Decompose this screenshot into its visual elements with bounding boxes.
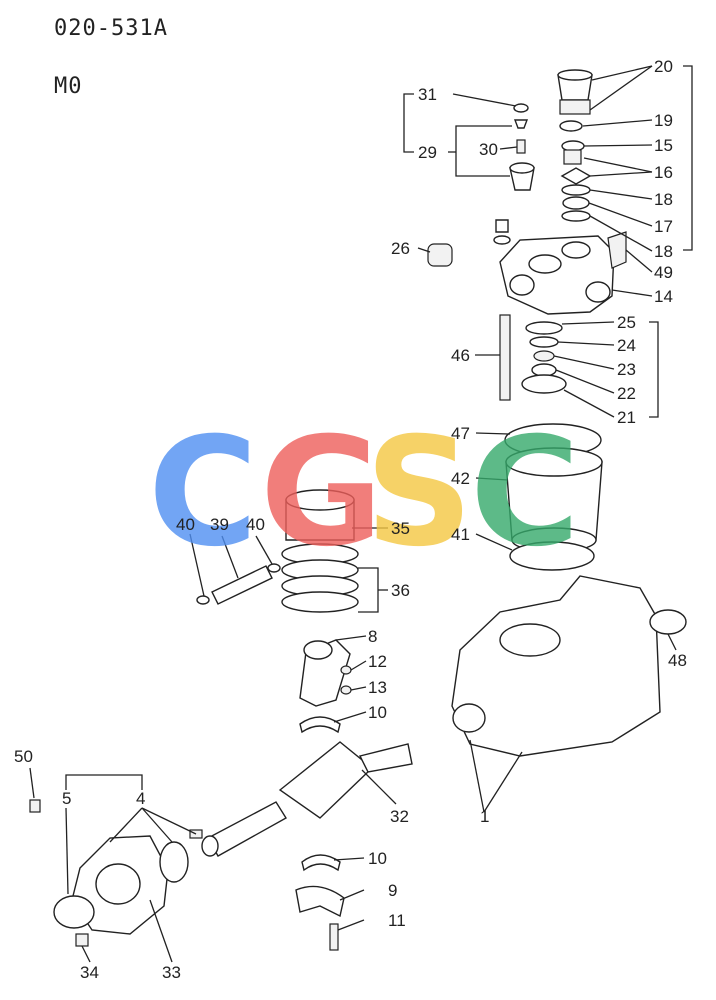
crankshaft xyxy=(201,741,413,857)
cylinder-head xyxy=(499,231,627,315)
callout-label: 48 xyxy=(668,651,687,670)
callout-label: 33 xyxy=(162,963,181,982)
watermark-letter: S xyxy=(365,406,473,580)
callout-label: 42 xyxy=(451,469,470,488)
valve-stack xyxy=(557,69,593,222)
callout-label: 9 xyxy=(388,881,397,900)
callout-label: 18 xyxy=(654,242,673,261)
callout-label: 4 xyxy=(136,789,145,808)
callout-label: 16 xyxy=(654,163,673,182)
callout-label: 32 xyxy=(390,807,409,826)
callout-label: 26 xyxy=(391,239,410,258)
callout-label: 31 xyxy=(418,85,437,104)
watermark: C G S C xyxy=(148,406,580,580)
watermark-letter: C xyxy=(148,406,258,580)
piston-pin xyxy=(196,563,281,605)
callout-label: 19 xyxy=(654,111,673,130)
callout-label: 18 xyxy=(654,190,673,209)
callout-label: 46 xyxy=(451,346,470,365)
connecting-rod xyxy=(299,639,352,734)
diagram-code: 020-531A xyxy=(54,16,168,41)
callout-label: 40 xyxy=(246,515,265,534)
watermark-letter: C xyxy=(470,406,580,580)
watermark-letter: G xyxy=(260,406,383,580)
callout-label: 50 xyxy=(14,747,33,766)
callout-label: 22 xyxy=(617,384,636,403)
leader-lines xyxy=(29,65,693,963)
callout-label: 8 xyxy=(368,627,377,646)
model-code: M0 xyxy=(54,74,83,99)
callout-label: 25 xyxy=(617,313,636,332)
callout-label: 12 xyxy=(368,652,387,671)
callout-label: 1 xyxy=(480,807,489,826)
callout-label: 49 xyxy=(654,263,673,282)
callout-label: 40 xyxy=(176,515,195,534)
callout-labels: 20 19 15 16 18 17 18 49 14 31 29 30 26 2… xyxy=(14,57,687,982)
callout-label: 36 xyxy=(391,581,410,600)
callout-label: 5 xyxy=(62,789,71,808)
callout-label: 30 xyxy=(479,140,498,159)
callout-label: 10 xyxy=(368,849,387,868)
callout-label: 41 xyxy=(451,525,470,544)
small-parts-upper xyxy=(427,103,535,267)
callout-label: 34 xyxy=(80,963,99,982)
callout-label: 11 xyxy=(388,911,406,930)
callout-label: 17 xyxy=(654,217,673,236)
bearing-housing xyxy=(29,799,203,947)
callout-label: 15 xyxy=(654,136,673,155)
callout-label: 39 xyxy=(210,515,229,534)
callout-label: 13 xyxy=(368,678,387,697)
callout-label: 14 xyxy=(654,287,673,306)
callout-label: 23 xyxy=(617,360,636,379)
cylinder-block xyxy=(504,423,603,571)
piston xyxy=(281,489,359,613)
stud-bolt xyxy=(499,314,511,401)
callout-label: 29 xyxy=(418,143,437,162)
callout-label: 20 xyxy=(654,57,673,76)
callout-label: 21 xyxy=(617,408,636,427)
rod-cap xyxy=(295,854,345,951)
callout-label: 10 xyxy=(368,703,387,722)
callout-label: 24 xyxy=(617,336,636,355)
callout-label: 35 xyxy=(391,519,410,538)
crankcase xyxy=(451,575,687,757)
callout-label: 47 xyxy=(451,424,470,443)
lower-valve-stack xyxy=(521,321,567,394)
